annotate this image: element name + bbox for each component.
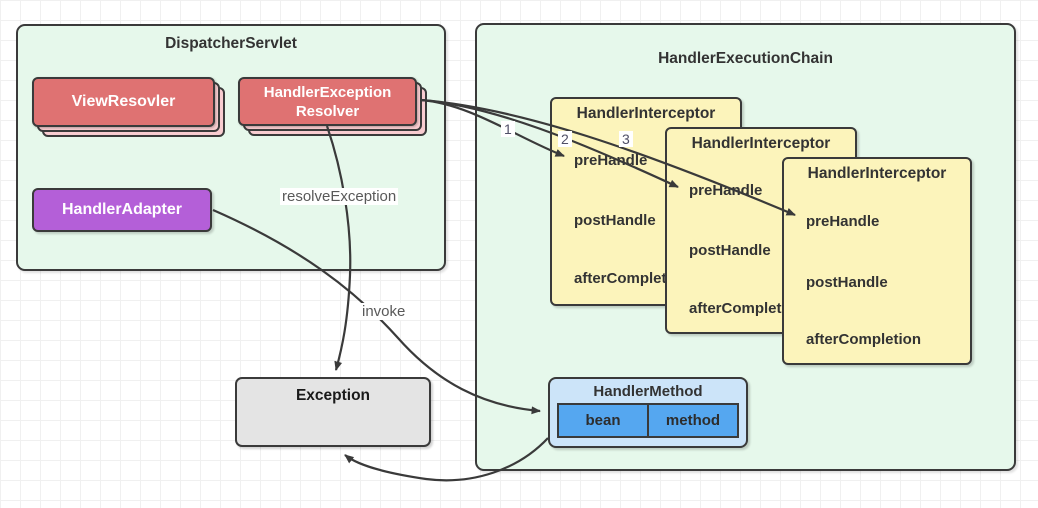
- exception-resolver-label: HandlerException Resolver: [238, 77, 417, 126]
- handler-execution-chain-title: HandlerExecutionChain: [658, 50, 833, 67]
- handler-method-cell-bean: bean: [559, 405, 649, 436]
- handler-method-row: bean method: [557, 403, 739, 438]
- label-sequence-3: 3: [619, 131, 633, 147]
- interceptor-2-aftercompletion: afterCompletion: [689, 300, 805, 317]
- interceptor-3-title: HandlerInterceptor: [807, 165, 947, 182]
- handler-method-cell-method: method: [665, 412, 721, 429]
- interceptor-3-prehandle: preHandle: [806, 213, 880, 230]
- interceptor-2-title: HandlerInterceptor: [691, 135, 831, 152]
- interceptor-2-prehandle: preHandle: [689, 182, 763, 199]
- interceptor-1-posthandle: postHandle: [574, 212, 656, 229]
- view-resolver-label: ViewResovler: [32, 77, 215, 127]
- dispatcher-servlet-title: DispatcherServlet: [165, 35, 297, 52]
- interceptor-3-posthandle: postHandle: [806, 274, 888, 291]
- container-dispatcher-servlet: DispatcherServlet: [16, 24, 446, 271]
- interceptor-1-aftercompletion: afterCompletion: [574, 270, 690, 287]
- box-handler-method: HandlerMethod bean method: [548, 377, 748, 448]
- label-sequence-1: 1: [501, 121, 515, 137]
- box-handler-adapter: HandlerAdapter: [32, 188, 212, 232]
- box-exception: Exception: [235, 377, 431, 447]
- box-view-resolver: ViewResovler: [32, 77, 225, 137]
- box-handler-interceptor-3: HandlerInterceptor preHandle postHandle …: [782, 157, 972, 365]
- label-invoke: invoke: [360, 303, 408, 320]
- interceptor-2-posthandle: postHandle: [689, 242, 771, 259]
- interceptor-3-aftercompletion: afterCompletion: [806, 331, 922, 348]
- label-sequence-2: 2: [558, 131, 572, 147]
- interceptor-1-prehandle: preHandle: [574, 152, 648, 169]
- handler-method-title: HandlerMethod: [593, 383, 703, 400]
- label-resolve-exception: resolveException: [280, 188, 399, 205]
- exception-resolver-text: HandlerException Resolver: [263, 83, 392, 120]
- interceptor-1-title: HandlerInterceptor: [576, 105, 716, 122]
- box-handler-exception-resolver: HandlerException Resolver: [238, 77, 427, 136]
